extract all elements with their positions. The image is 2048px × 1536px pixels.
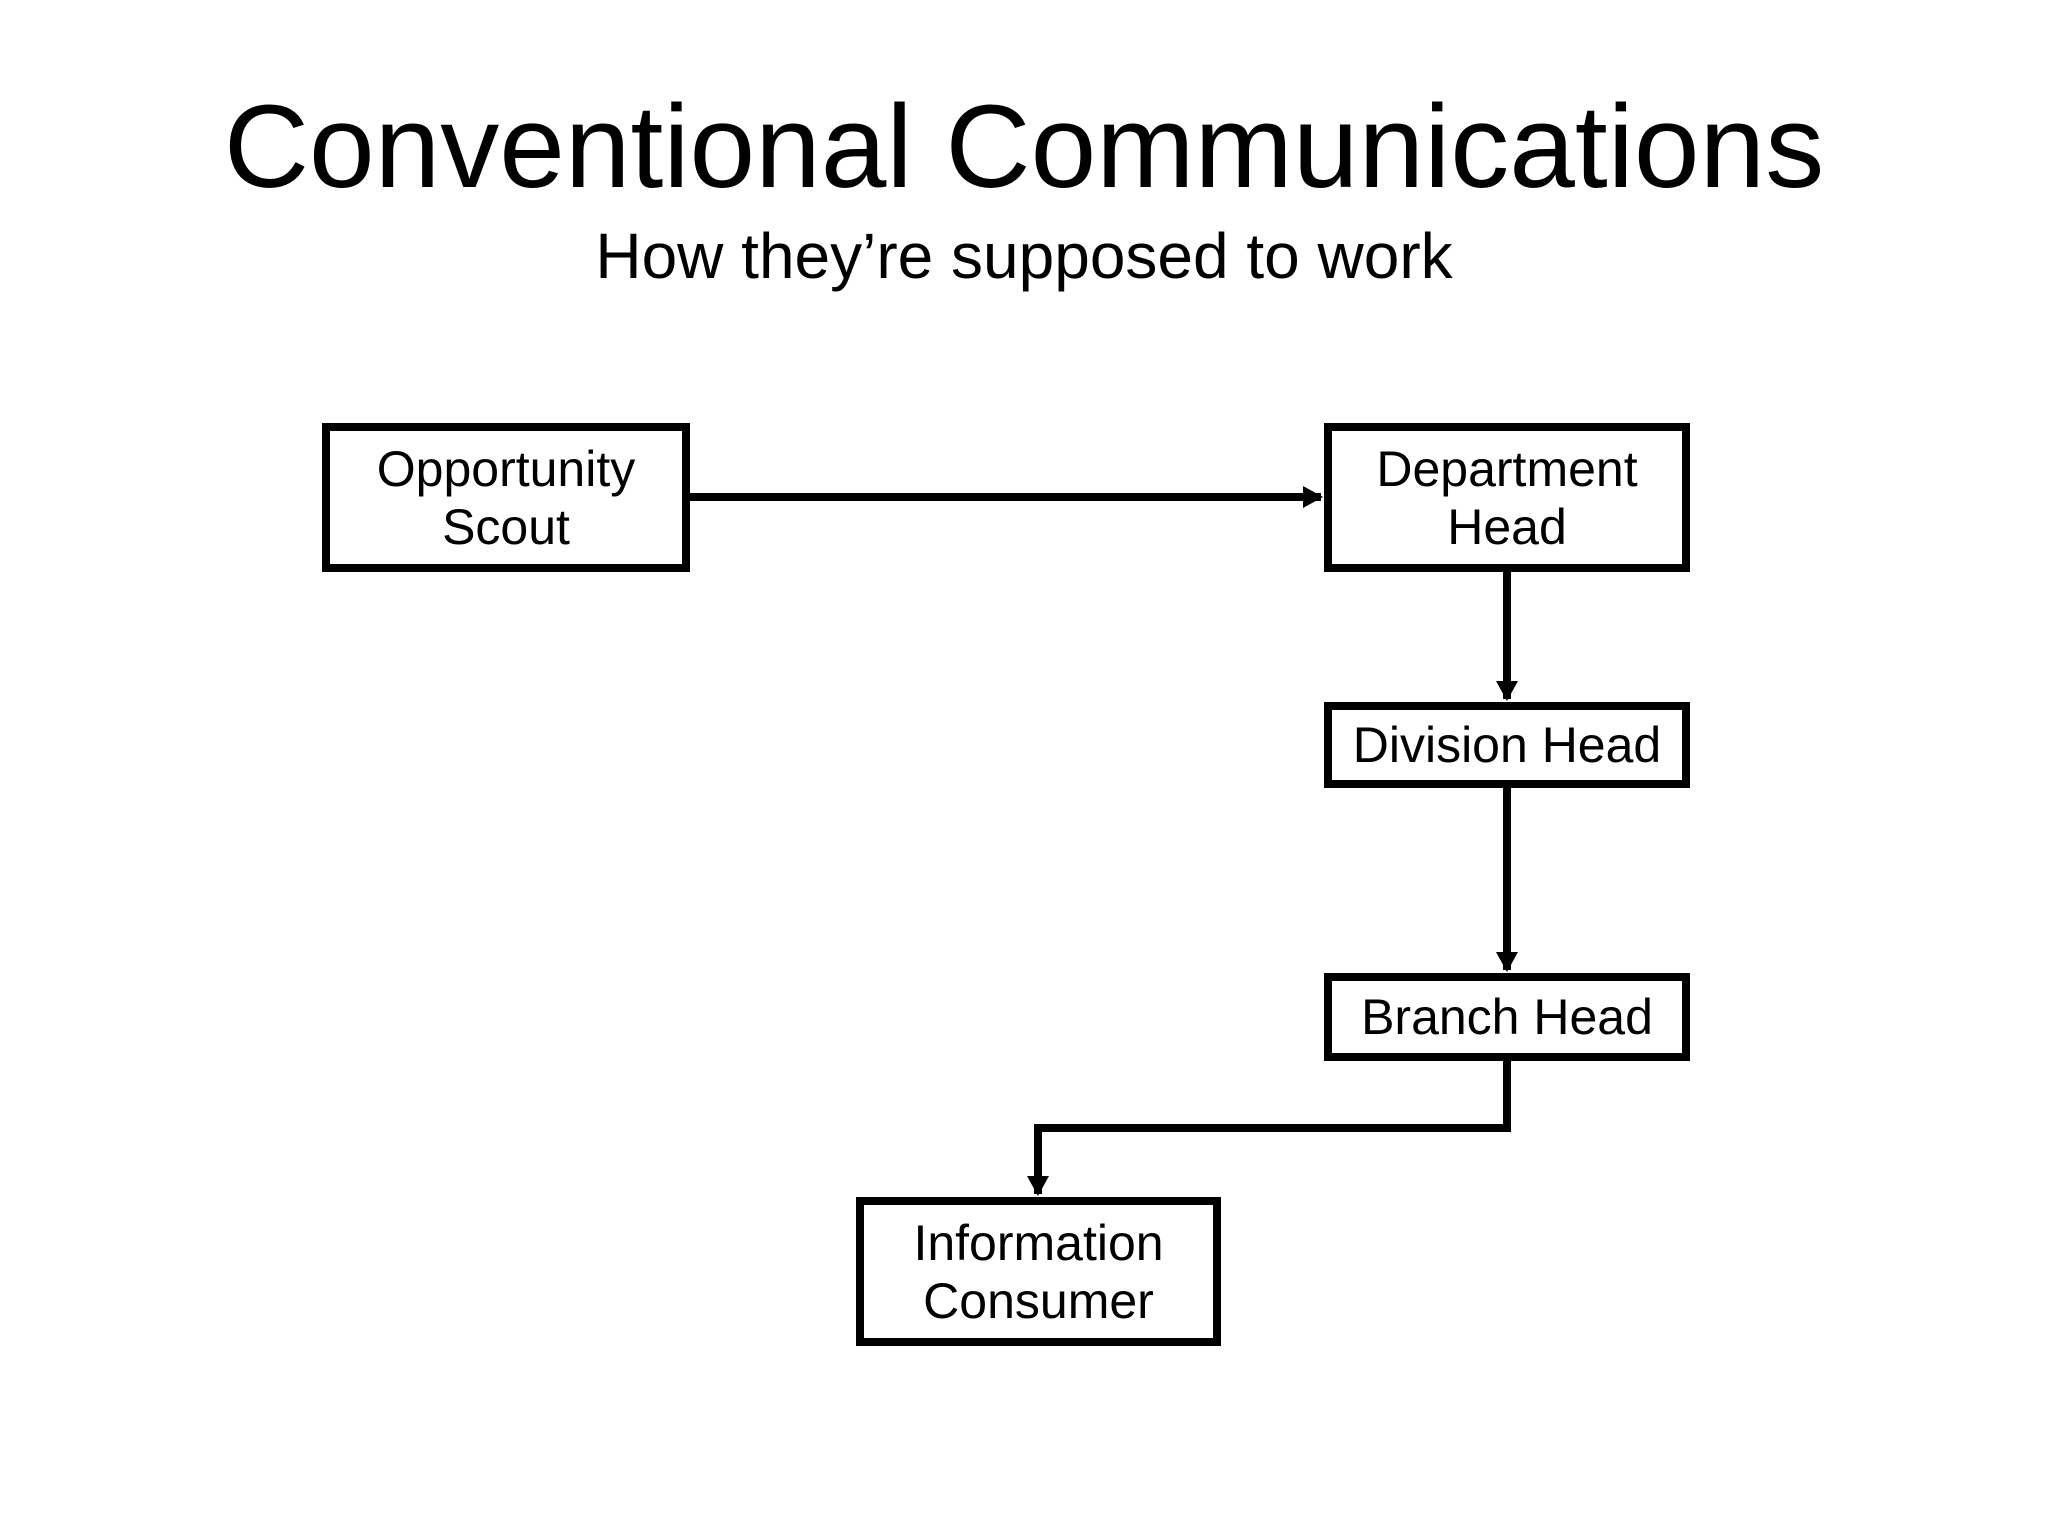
edge-branch-head-to-information-consumer	[1027, 1057, 1511, 1196]
node-division-head-label: Division Head	[1352, 717, 1662, 773]
node-branch-head: Branch Head	[1324, 973, 1690, 1061]
node-department-head: Department Head	[1324, 423, 1690, 572]
node-information-consumer: Information Consumer	[856, 1197, 1221, 1346]
node-opportunity-scout-label: Opportunity Scout	[376, 440, 636, 555]
node-department-head-label: Department Head	[1376, 440, 1638, 555]
node-branch-head-label: Branch Head	[1361, 989, 1653, 1045]
slide-title: Conventional Communications	[223, 81, 1825, 213]
node-division-head: Division Head	[1324, 702, 1690, 788]
node-information-consumer-label: Information Consumer	[913, 1214, 1164, 1329]
slide-subtitle: How they’re supposed to work	[595, 220, 1453, 292]
node-opportunity-scout: Opportunity Scout	[322, 423, 690, 572]
